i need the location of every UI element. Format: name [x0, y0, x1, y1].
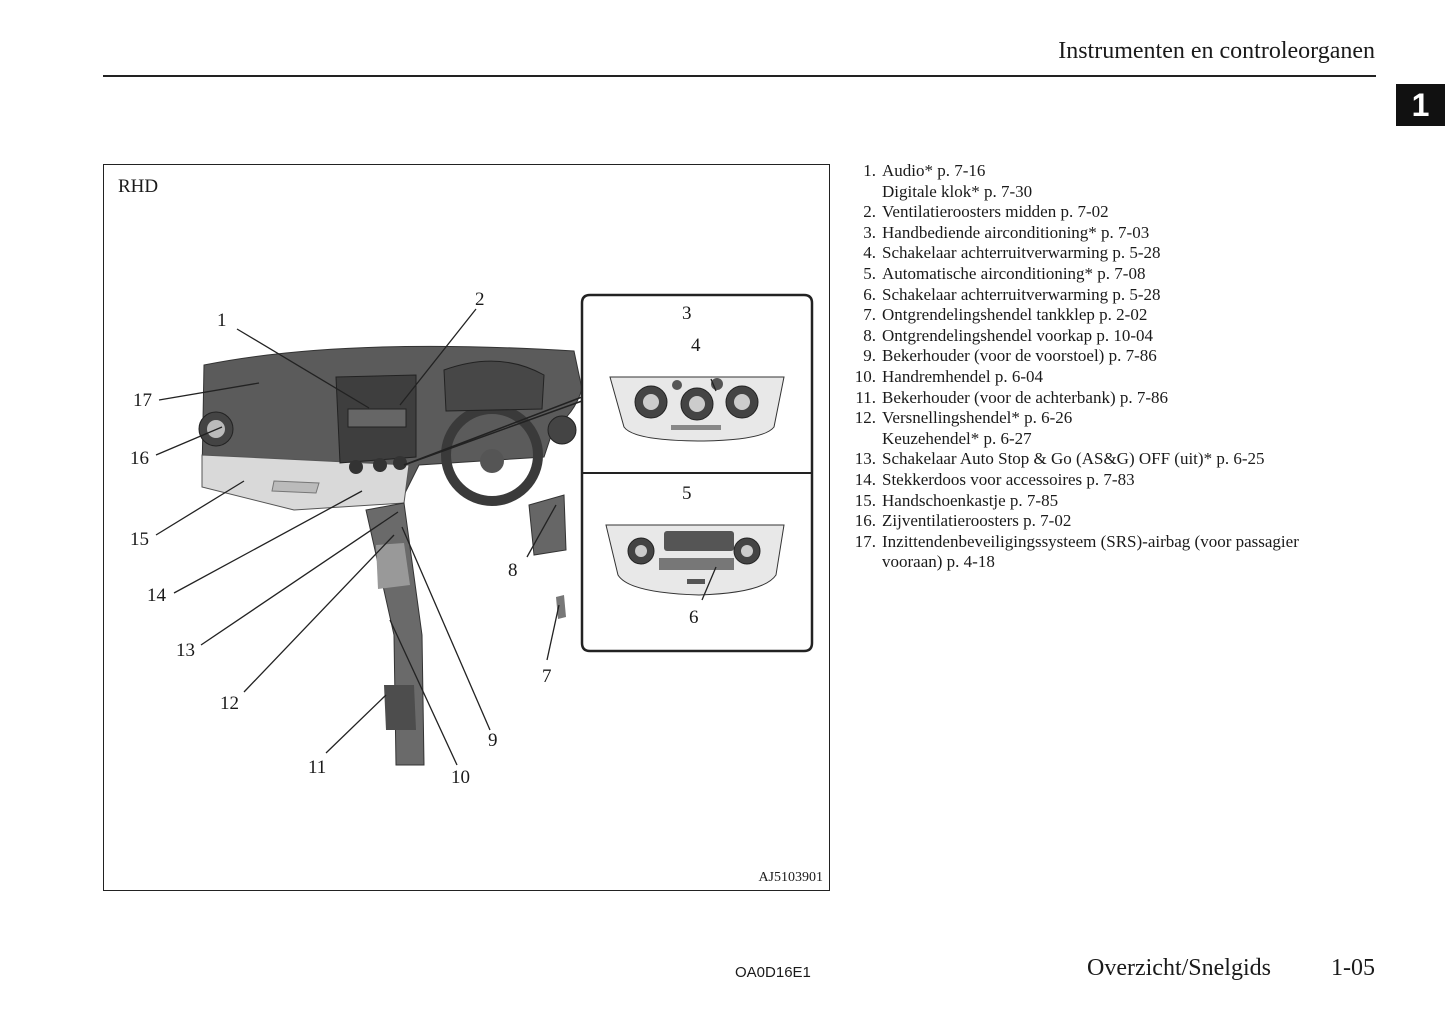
callout-15: 15 — [130, 529, 149, 550]
legend-num: 9. — [863, 346, 876, 366]
header-rule — [103, 75, 1376, 77]
legend-num: 15. — [854, 490, 876, 510]
legend-text: Handschoenkastje p. 7-85 — [882, 490, 1059, 510]
legend-item: 13. Schakelaar Auto Stop & Go (AS&G) OFF … — [848, 449, 1368, 470]
legend-item: 16. Zijventilatieroosters p. 7-02 — [848, 511, 1368, 532]
legend-num: 3. — [863, 222, 876, 242]
callout-11: 11 — [308, 757, 327, 778]
legend-item: 9. Bekerhouder (voor de voorstoel) p. 7-8… — [848, 346, 1368, 367]
legend-num: 10. — [854, 366, 876, 386]
callout-16: 16 — [130, 448, 149, 469]
callout-6: 6 — [689, 607, 699, 628]
legend-num: 6. — [863, 284, 876, 304]
legend-item: 4. Schakelaar achterruitverwarming p. 5-2… — [848, 243, 1368, 264]
legend-text: Handbediende airconditioning* p. 7-03 — [882, 222, 1150, 242]
dashboard-illustration — [155, 293, 814, 766]
legend-subline: Keuzehendel* p. 6-27 — [882, 428, 1032, 448]
legend-item: 12. Versnellingshendel* p. 6-26 — [848, 408, 1368, 429]
footer-page-number: 1-05 — [1331, 955, 1375, 981]
legend-text: Schakelaar Auto Stop & Go (AS&G) OFF (ui… — [882, 449, 1265, 469]
legend-list: 1.Audio* p. 7-16 Digitale klok* p. 7-30 … — [848, 161, 1368, 573]
legend-num: 14. — [854, 469, 876, 489]
callout-14: 14 — [147, 585, 166, 606]
legend-num: 16. — [854, 511, 876, 531]
callout-10: 10 — [451, 767, 470, 788]
legend-num: 1. — [863, 161, 876, 180]
legend-text: Ontgrendelingshendel voorkap p. 10-04 — [882, 325, 1153, 345]
chapter-tab: 1 — [1396, 84, 1445, 126]
callout-12: 12 — [220, 693, 239, 714]
legend-text: Schakelaar achterruitverwarming p. 5-28 — [882, 284, 1161, 304]
footer-section-title: Overzicht/Snelgids — [1087, 955, 1271, 981]
legend-item: 2. Ventilatieroosters midden p. 7-02 — [848, 202, 1368, 223]
legend-text: Schakelaar achterruitverwarming p. 5-28 — [882, 243, 1161, 263]
legend-item: 7. Ontgrendelingshendel tankklep p. 2-02 — [848, 305, 1368, 326]
legend-item: 6. Schakelaar achterruitverwarming p. 5-2… — [848, 285, 1368, 306]
legend-num: 11. — [855, 387, 876, 407]
legend-subline: Digitale klok* p. 7-30 — [882, 181, 1033, 201]
legend-item: 10. Handremhendel p. 6-04 — [848, 367, 1368, 388]
legend-text: Ontgrendelingshendel tankklep p. 2-02 — [882, 305, 1148, 325]
footer-doc-code: OA0D16E1 — [735, 964, 811, 981]
callout-4: 4 — [691, 335, 701, 356]
figure-code: AJ5103901 — [758, 870, 823, 885]
legend-num: 13. — [854, 449, 876, 469]
callout-1: 1 — [217, 310, 227, 331]
legend-text: Audio* p. 7-16 — [882, 161, 986, 180]
legend-item: 14. Stekkerdoos voor accessoires p. 7-83 — [848, 470, 1368, 491]
legend-item: 15. Handschoenkastje p. 7-85 — [848, 491, 1368, 512]
legend-item: 1. Audio* p. 7-16 — [848, 161, 1368, 182]
callout-13: 13 — [176, 640, 195, 661]
legend-text: Versnellingshendel* p. 6-26 — [882, 408, 1073, 428]
legend-subline: vooraan) p. 4-18 — [882, 552, 995, 572]
figure-variant-label: RHD — [118, 176, 159, 197]
legend-num: 4. — [863, 243, 876, 263]
legend-text: Stekkerdoos voor accessoires p. 7-83 — [882, 469, 1135, 489]
legend-item: 11. Bekerhouder (voor de achterbank) p. 7… — [848, 388, 1368, 409]
legend-text: Automatische airconditioning* p. 7-08 — [882, 263, 1146, 283]
legend-item: 3. Handbediende airconditioning* p. 7-03 — [848, 223, 1368, 244]
callout-2: 2 — [475, 289, 485, 310]
legend-text: Bekerhouder (voor de voorstoel) p. 7-86 — [882, 346, 1157, 366]
legend-text: Inzittendenbeveiligingssysteem (SRS)-air… — [882, 531, 1299, 551]
legend-text: Zijventilatieroosters p. 7-02 — [882, 511, 1072, 531]
dashboard-figure: RHD 1 2 3 4 5 6 7 8 9 10 11 12 13 14 15 … — [103, 164, 830, 891]
callout-7: 7 — [542, 666, 552, 687]
callout-9: 9 — [488, 730, 498, 751]
legend-text: Ventilatieroosters midden p. 7-02 — [882, 202, 1109, 222]
legend-num: 5. — [863, 263, 876, 283]
legend-text: Handremhendel p. 6-04 — [882, 366, 1043, 386]
callout-5: 5 — [682, 483, 692, 504]
legend-item: 5. Automatische airconditioning* p. 7-08 — [848, 264, 1368, 285]
page-header-title: Instrumenten en controleorganen — [1058, 38, 1375, 64]
legend-num: 7. — [863, 305, 876, 325]
legend-item: 17. Inzittendenbeveiligingssysteem (SRS)-… — [848, 532, 1368, 553]
legend-num: 12. — [854, 408, 876, 428]
legend-num: 8. — [863, 325, 876, 345]
legend-num: 2. — [863, 202, 876, 222]
legend-item: 8. Ontgrendelingshendel voorkap p. 10-04 — [848, 326, 1368, 347]
callout-17: 17 — [133, 390, 152, 411]
legend-num: 17. — [854, 531, 876, 551]
legend-text: Bekerhouder (voor de achterbank) p. 7-86 — [882, 387, 1169, 407]
callout-8: 8 — [508, 560, 518, 581]
callout-3: 3 — [682, 303, 692, 324]
